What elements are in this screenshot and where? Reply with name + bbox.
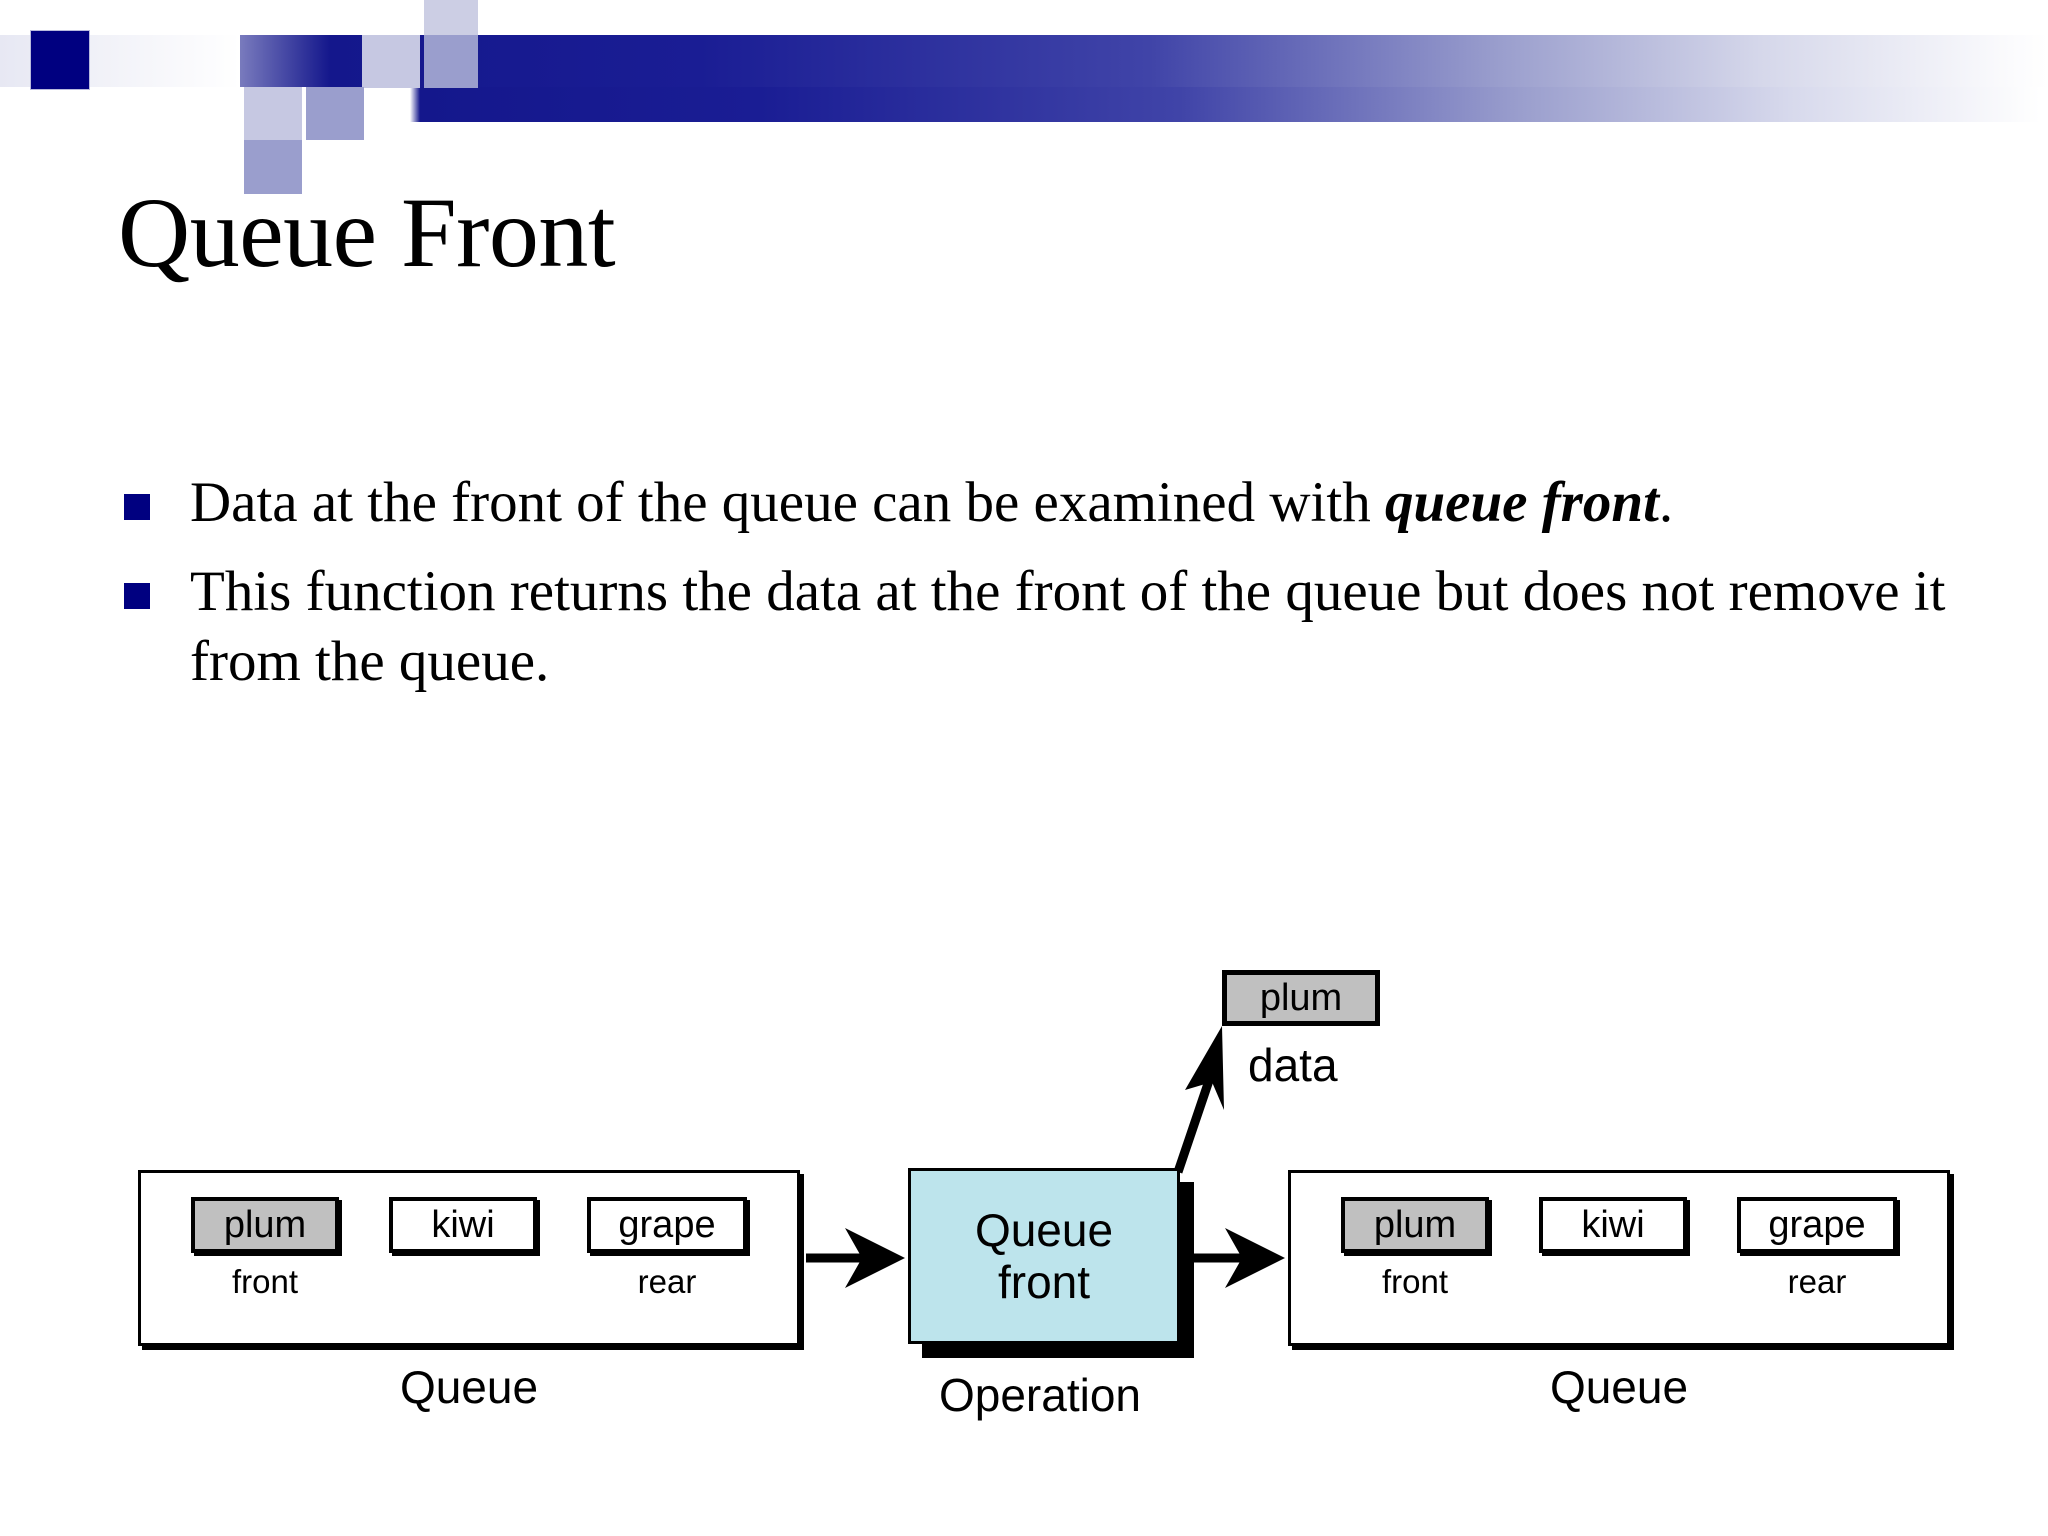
arrow-operation-to-queue [1186, 1228, 1285, 1288]
operation-caption: Operation [938, 1369, 1141, 1421]
operation-box: Queue front [908, 1168, 1180, 1344]
deco-square-mid-a [424, 35, 478, 88]
queue-cell: kiwi [1539, 1197, 1687, 1253]
deco-square-light-a [362, 35, 420, 88]
bullet-square-icon [124, 582, 150, 609]
bullet-1-emphasis: queue front [1384, 471, 1659, 534]
deco-square-mid-b [306, 87, 364, 140]
queue-cell: kiwi [389, 1197, 537, 1253]
list-item: This function returns the data at the fr… [124, 557, 1954, 698]
queue-box-left: plum kiwi grape front rear [138, 1170, 800, 1346]
data-output-cell: plum [1222, 970, 1380, 1026]
bullet-square-icon [124, 494, 150, 520]
slide-header-decoration [0, 0, 2048, 194]
rear-pointer-label: rear [637, 1263, 697, 1300]
arrow-queue-to-operation [806, 1228, 905, 1288]
rear-pointer-label: rear [1787, 1263, 1847, 1300]
data-output-label: data [1248, 1039, 1338, 1091]
queue-left-caption: Queue [399, 1361, 539, 1413]
front-pointer-label: front [231, 1263, 299, 1300]
list-item: Data at the front of the queue can be ex… [124, 468, 1954, 539]
bullet-1-tail: . [1658, 471, 1674, 534]
queue-front-diagram: plum data plum kiwi grape front rear Que… [0, 960, 2048, 1480]
deco-square-top [424, 0, 478, 36]
queue-cell: plum [191, 1197, 339, 1253]
deco-square-light-b [244, 87, 302, 140]
arrow-operation-to-data [1173, 1026, 1224, 1174]
bullet-1-lead: Data at the front of the queue can be ex… [190, 471, 1385, 534]
bullet-text: Data at the front of the queue can be ex… [190, 468, 1954, 539]
header-gradient-band [0, 35, 2048, 87]
queue-right-caption: Queue [1549, 1361, 1689, 1413]
operation-line-1: Queue [974, 1203, 1114, 1256]
bullet-text: This function returns the data at the fr… [190, 557, 1954, 698]
queue-cell: plum [1341, 1197, 1489, 1253]
queue-cell: grape [1737, 1197, 1897, 1253]
deco-square-navy [30, 30, 90, 90]
bullet-2-lead: This function returns the data at the fr… [190, 559, 1946, 694]
front-pointer-label: front [1381, 1263, 1449, 1300]
deco-square-mid-c [244, 140, 302, 194]
bullet-list: Data at the front of the queue can be ex… [124, 468, 1954, 716]
queue-cell: grape [587, 1197, 747, 1253]
page-title: Queue Front [118, 177, 616, 288]
operation-line-2: front [997, 1256, 1091, 1308]
queue-box-right: plum kiwi grape front rear [1288, 1170, 1950, 1346]
